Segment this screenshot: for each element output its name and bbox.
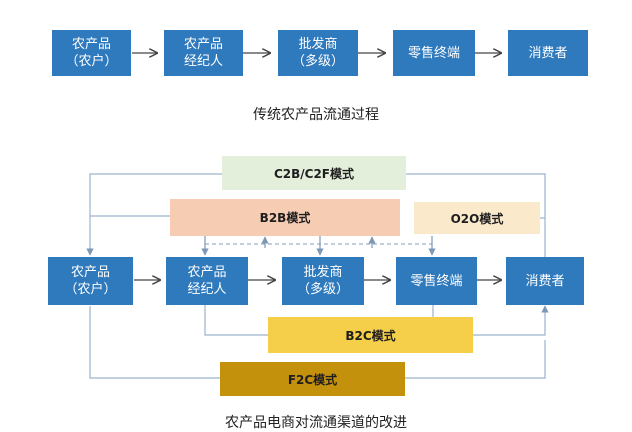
c2b-channel-line bbox=[405, 173, 546, 257]
b2c-channel-line-right bbox=[473, 305, 549, 336]
traditional-caption: 传统农产品流通过程 bbox=[253, 107, 379, 123]
c2b-channel-line-left bbox=[86, 173, 222, 256]
traditional-node-wholesaler: 批发商 （多级） bbox=[278, 30, 358, 76]
ecommerce-node-broker: 农产品 经纪人 bbox=[166, 257, 248, 305]
b2c-mode-box: B2C模式 bbox=[268, 317, 473, 353]
ecommerce-node-farmer: 农产品 （农户） bbox=[48, 257, 133, 305]
traditional-node-broker: 农产品 经纪人 bbox=[164, 30, 243, 76]
ecommerce-caption: 农产品电商对流通渠道的改进 bbox=[225, 415, 407, 431]
traditional-node-farmer: 农产品 （农户） bbox=[52, 30, 131, 76]
f2c-channel-line bbox=[89, 306, 220, 379]
c2b-mode-box: C2B/C2F模式 bbox=[222, 156, 406, 190]
ecommerce-node-wholesaler: 批发商 （多级） bbox=[282, 257, 364, 305]
b2b-mode-box: B2B模式 bbox=[170, 199, 400, 236]
ecommerce-node-retail: 零售终端 bbox=[396, 257, 477, 305]
ecommerce-node-consumer: 消费者 bbox=[506, 257, 584, 305]
traditional-node-retail: 零售终端 bbox=[393, 30, 475, 76]
f2c-mode-box: F2C模式 bbox=[220, 362, 405, 396]
f2c-channel-line-right bbox=[405, 340, 546, 379]
o2o-mode-box: O2O模式 bbox=[414, 202, 540, 234]
traditional-node-consumer: 消费者 bbox=[508, 30, 588, 76]
b2c-channel-line bbox=[204, 304, 268, 336]
